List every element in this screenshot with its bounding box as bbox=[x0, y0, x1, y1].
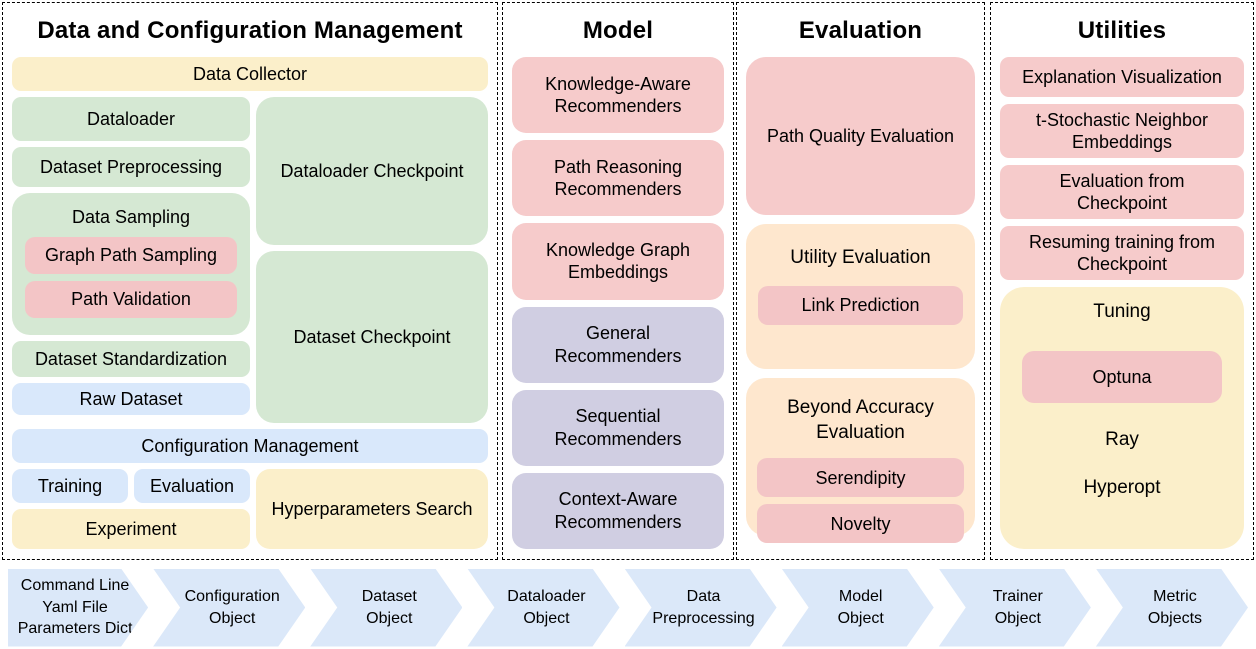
panel-title-utilities: Utilities bbox=[1077, 17, 1167, 44]
box-resuming-training-from-checkpoint: Resuming training from Checkpoint bbox=[1000, 226, 1244, 280]
box-raw-dataset: Raw Dataset bbox=[12, 383, 250, 415]
framework-panels: Data and Configuration Management Data C… bbox=[2, 2, 1254, 560]
box-training: Training bbox=[12, 469, 128, 503]
box-configuration-management: Configuration Management bbox=[12, 429, 488, 463]
panel-model: Model Knowledge-Aware Recommenders Path … bbox=[502, 2, 734, 560]
pipeline-step-configuration-object: Configuration Object bbox=[153, 569, 305, 647]
group-utility-evaluation: Utility Evaluation Link Prediction bbox=[746, 224, 975, 369]
panel-title-model: Model bbox=[582, 17, 654, 44]
box-dataset-standardization: Dataset Standardization bbox=[12, 341, 250, 377]
box-graph-path-sampling: Graph Path Sampling bbox=[25, 237, 237, 274]
pipeline-step-data-preprocessing: Data Preprocessing bbox=[625, 569, 777, 647]
group-title-data-sampling: Data Sampling bbox=[71, 207, 191, 227]
box-context-aware-recommenders: Context-Aware Recommenders bbox=[512, 472, 724, 550]
group-title-beyond-accuracy: Beyond Accuracy Evaluation bbox=[787, 397, 934, 443]
pipeline-flow: Command Line Yaml File Parameters Dict C… bbox=[0, 566, 1256, 649]
box-dataloader: Dataloader bbox=[12, 97, 250, 141]
box-tsne-embeddings: t-Stochastic Neighbor Embeddings bbox=[1000, 104, 1244, 158]
box-knowledge-aware-recommenders: Knowledge-Aware Recommenders bbox=[512, 57, 724, 134]
pipeline-step-trainer-object: Trainer Object bbox=[939, 569, 1091, 647]
box-evaluation: Evaluation bbox=[134, 469, 250, 503]
group-title-utility-evaluation: Utility Evaluation bbox=[790, 247, 931, 268]
box-explanation-visualization: Explanation Visualization bbox=[1000, 57, 1244, 97]
pipeline-step-model-object: Model Object bbox=[782, 569, 934, 647]
panel-title-evaluation: Evaluation bbox=[798, 17, 923, 44]
label-hyperopt: Hyperopt bbox=[1083, 477, 1161, 498]
box-sequential-recommenders: Sequential Recommenders bbox=[512, 389, 724, 466]
label-ray: Ray bbox=[1105, 429, 1139, 450]
pipeline-step-dataloader-object: Dataloader Object bbox=[467, 569, 619, 647]
group-tuning: Tuning Optuna Ray Hyperopt bbox=[1000, 287, 1244, 549]
box-dataset-preprocessing: Dataset Preprocessing bbox=[12, 147, 250, 187]
group-data-sampling: Data Sampling Graph Path Sampling Path V… bbox=[12, 193, 250, 335]
panel-title-data-config: Data and Configuration Management bbox=[37, 17, 463, 44]
pipeline-step-inputs: Command Line Yaml File Parameters Dict bbox=[8, 569, 148, 647]
panel-data-and-configuration-management: Data and Configuration Management Data C… bbox=[2, 2, 498, 560]
box-data-collector: Data Collector bbox=[12, 57, 488, 91]
box-dataset-checkpoint: Dataset Checkpoint bbox=[256, 251, 488, 423]
box-novelty: Novelty bbox=[757, 504, 964, 544]
box-knowledge-graph-embeddings: Knowledge Graph Embeddings bbox=[512, 223, 724, 300]
box-path-reasoning-recommenders: Path Reasoning Recommenders bbox=[512, 140, 724, 217]
box-serendipity: Serendipity bbox=[757, 458, 964, 498]
box-path-quality-evaluation: Path Quality Evaluation bbox=[746, 57, 975, 215]
pipeline-step-metric-objects: Metric Objects bbox=[1096, 569, 1248, 647]
box-dataloader-checkpoint: Dataloader Checkpoint bbox=[256, 97, 488, 245]
panel-evaluation: Evaluation Path Quality Evaluation Utili… bbox=[736, 2, 985, 560]
panel-utilities: Utilities Explanation Visualization t-St… bbox=[990, 2, 1254, 560]
box-link-prediction: Link Prediction bbox=[758, 285, 963, 325]
box-hyperparameters-search: Hyperparameters Search bbox=[256, 469, 488, 549]
box-general-recommenders: General Recommenders bbox=[512, 306, 724, 383]
box-optuna: Optuna bbox=[1022, 351, 1222, 403]
box-experiment: Experiment bbox=[12, 509, 250, 549]
box-path-validation: Path Validation bbox=[25, 281, 237, 318]
group-beyond-accuracy-evaluation: Beyond Accuracy Evaluation Serendipity N… bbox=[746, 378, 975, 544]
box-evaluation-from-checkpoint: Evaluation from Checkpoint bbox=[1000, 165, 1244, 219]
pipeline-step-dataset-object: Dataset Object bbox=[310, 569, 462, 647]
group-title-tuning: Tuning bbox=[1093, 301, 1151, 322]
